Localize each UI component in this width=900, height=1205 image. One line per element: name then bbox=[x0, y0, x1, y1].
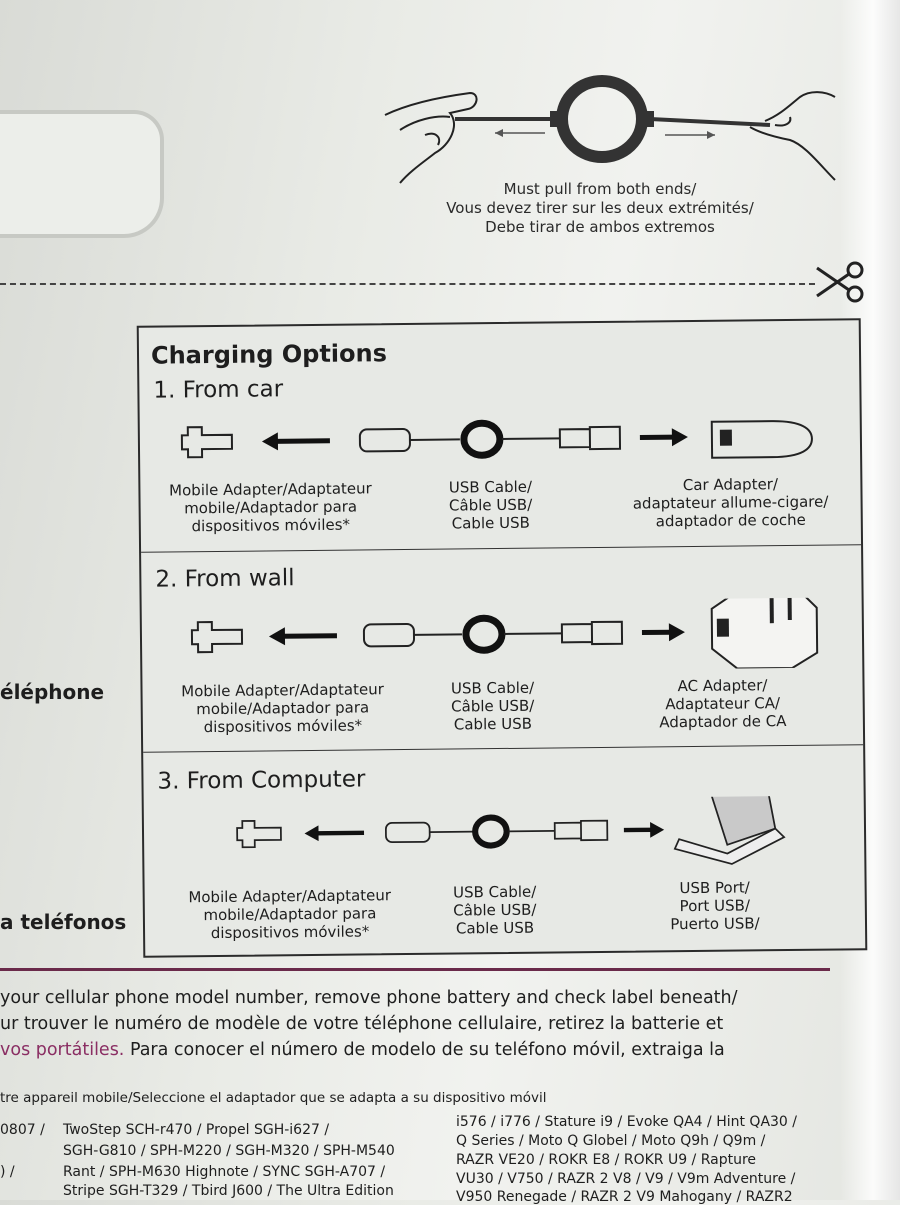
mobile-adapter-label: Mobile Adapter/Adaptateur mobile/Adaptad… bbox=[162, 680, 403, 737]
scissors-icon bbox=[815, 260, 870, 305]
usb-connector-icon bbox=[562, 622, 622, 645]
usb-connector-icon bbox=[560, 427, 620, 450]
section-title: 3. From Computer bbox=[157, 766, 365, 794]
mobile-adapter-label: Mobile Adapter/Adaptateur mobile/Adaptad… bbox=[150, 479, 391, 536]
label-line: Câble USB/ bbox=[426, 495, 556, 514]
cord-reel-icon bbox=[562, 81, 642, 157]
section-title: 1. From car bbox=[153, 376, 283, 403]
regular-text: Para conocer el número de modelo de su t… bbox=[124, 1040, 724, 1060]
model-list-col2: i576 / i776 / Stature i9 / Evoke QA4 / H… bbox=[456, 1114, 797, 1130]
label-line: USB Port/ bbox=[640, 878, 790, 898]
computer-charging-diagram bbox=[144, 795, 865, 873]
mobile-adapter-label: Mobile Adapter/Adaptateur mobile/Adaptad… bbox=[170, 886, 411, 943]
model-list-col2: RAZR VE20 / ROKR E8 / ROKR U9 / Rapture bbox=[456, 1152, 756, 1168]
usb-cable-label: USB Cable/ Câble USB/ Cable USB bbox=[425, 477, 556, 532]
label-line: USB Cable/ bbox=[427, 678, 557, 697]
model-list-col0: 0807 / bbox=[0, 1122, 45, 1138]
mobile-adapter-icon bbox=[182, 427, 232, 458]
select-adapter-line: tre appareil mobile/Seleccione el adapta… bbox=[0, 1090, 547, 1106]
arrow-right-icon bbox=[672, 428, 688, 446]
label-line: mobile/Adaptador para bbox=[163, 698, 403, 719]
instruction-line-fr: ur trouver le numéro de modèle de votre … bbox=[0, 1014, 723, 1034]
label-line: dispositivos móviles* bbox=[163, 716, 403, 737]
label-line: adaptador de coche bbox=[611, 510, 851, 531]
usb-plug-icon bbox=[386, 823, 430, 843]
usb-plug-icon bbox=[360, 429, 410, 452]
label-line: Cable USB bbox=[430, 918, 560, 937]
label-line: mobile/Adaptador para bbox=[151, 497, 391, 518]
label-line: USB Cable/ bbox=[425, 477, 555, 496]
ac-adapter-label: AC Adapter/ Adaptateur CA/ Adaptador de … bbox=[622, 676, 823, 732]
label-line: Adaptador de CA bbox=[623, 712, 823, 732]
label-line: AC Adapter/ bbox=[622, 676, 822, 696]
usb-plug-icon bbox=[364, 624, 414, 647]
label-line: dispositivos móviles* bbox=[151, 515, 391, 536]
purple-text: vos portátiles. bbox=[0, 1040, 124, 1060]
mobile-adapter-icon bbox=[192, 622, 242, 653]
arrow-left-icon bbox=[269, 627, 285, 645]
pull-instruction-fr: Vous devez tirer sur les deux extrémités… bbox=[400, 199, 800, 218]
pull-instruction: Must pull from both ends/ Vous devez tir… bbox=[400, 180, 800, 237]
car-adapter-label: Car Adapter/ adaptateur allume-cigare/ a… bbox=[610, 474, 851, 531]
pull-instruction-es: Debe tirar de ambos extremos bbox=[400, 218, 800, 237]
section-from-wall: 2. From wall Mobile Adapter/Adaptateur m… bbox=[141, 544, 863, 753]
model-list-col2: Q Series / Moto Q Globel / Moto Q9h / Q9… bbox=[456, 1133, 765, 1149]
label-line: Câble USB/ bbox=[428, 696, 558, 715]
section-from-car: 1. From car Mobile Adapter/Adaptateur mo… bbox=[139, 320, 859, 328]
divider-rule bbox=[0, 968, 830, 971]
pull-cord-illustration bbox=[380, 75, 840, 185]
car-charging-diagram bbox=[140, 402, 861, 480]
arrow-right-icon bbox=[650, 822, 664, 838]
left-hand-icon bbox=[385, 93, 477, 183]
usb-cable-label: USB Cable/ Câble USB/ Cable USB bbox=[427, 678, 558, 733]
hang-tab-cutout bbox=[0, 110, 164, 238]
section-title: 2. From wall bbox=[155, 565, 295, 592]
model-list-col1: Stripe SGH-T329 / Tbird J600 / The Ultra… bbox=[63, 1183, 394, 1199]
model-list-col1: Rant / SPH-M630 Highnote / SYNC SGH-A707… bbox=[63, 1164, 385, 1180]
panel-title: Charging Options bbox=[151, 339, 387, 369]
model-list-col0: ) / bbox=[0, 1164, 15, 1180]
cord-reel-icon bbox=[464, 423, 500, 455]
usb-connector-icon bbox=[555, 821, 608, 841]
arrow-left-icon bbox=[304, 825, 318, 841]
arrow-left-icon bbox=[262, 432, 278, 450]
label-line: USB Cable/ bbox=[430, 882, 560, 901]
model-list-col2: VU30 / V750 / RAZR 2 V8 / V9 / V9m Adven… bbox=[456, 1171, 795, 1187]
label-line: Port USB/ bbox=[640, 896, 790, 916]
label-line: Câble USB/ bbox=[430, 900, 560, 919]
label-line: Cable USB bbox=[426, 513, 556, 532]
section-from-computer: 3. From Computer Mobile Adapter/Adaptate… bbox=[143, 744, 865, 953]
label-line: Cable USB bbox=[428, 714, 558, 733]
pull-instruction-en: Must pull from both ends/ bbox=[400, 180, 800, 199]
label-line: Puerto USB/ bbox=[640, 914, 790, 934]
model-list-col1: TwoStep SCH-r470 / Propel SGH-i627 / bbox=[63, 1122, 329, 1138]
cord-reel-icon bbox=[475, 817, 507, 845]
label-line: adaptateur allume-cigare/ bbox=[611, 492, 851, 513]
model-list-col2: V950 Renegade / RAZR 2 V9 Mahogany / RAZ… bbox=[456, 1189, 793, 1205]
right-hand-icon bbox=[765, 92, 835, 121]
side-text-telefonos: a teléfonos bbox=[0, 910, 126, 934]
instruction-line-en: your cellular phone model number, remove… bbox=[0, 988, 738, 1008]
cut-line bbox=[0, 283, 815, 285]
charging-options-panel: Charging Options 1. From car Mobile Adap… bbox=[137, 318, 868, 958]
label-line: mobile/Adaptador para bbox=[170, 904, 410, 925]
usb-cable-label: USB Cable/ Câble USB/ Cable USB bbox=[430, 882, 561, 937]
label-line: Adaptateur CA/ bbox=[623, 694, 823, 714]
label-line: dispositivos móviles* bbox=[170, 922, 410, 943]
wall-charging-diagram bbox=[142, 597, 863, 675]
model-list-col1: SGH-G810 / SPH-M220 / SGH-M320 / SPH-M54… bbox=[63, 1143, 395, 1159]
usb-port-label: USB Port/ Port USB/ Puerto USB/ bbox=[640, 878, 791, 934]
mobile-adapter-icon bbox=[237, 821, 281, 848]
side-text-telephone: éléphone bbox=[0, 680, 104, 704]
cord-reel-icon bbox=[466, 618, 502, 650]
instruction-line-es: vos portátiles. Para conocer el número d… bbox=[0, 1040, 725, 1060]
arrow-right-icon bbox=[669, 623, 685, 641]
